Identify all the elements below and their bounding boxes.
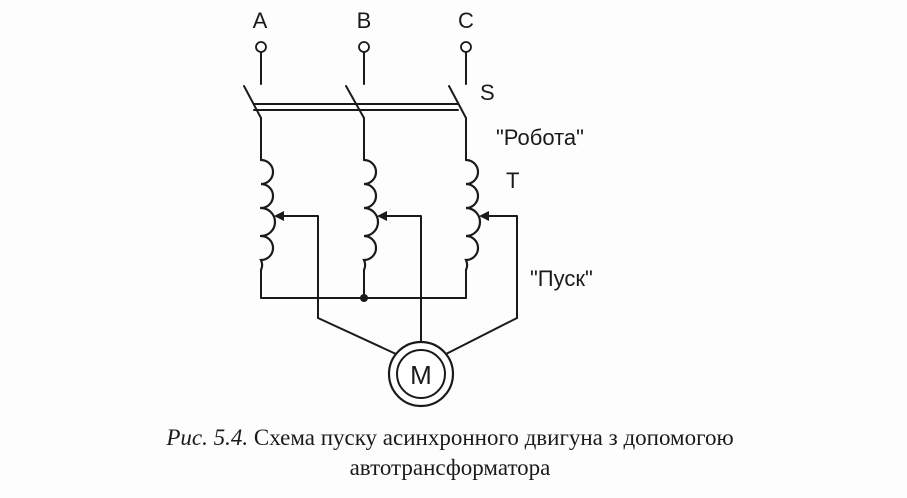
phase-c-label: C	[458, 8, 474, 33]
switch-link	[253, 103, 459, 111]
motor-inner-ring	[396, 349, 446, 399]
winding-b	[362, 158, 380, 272]
tap-a-arrow	[274, 211, 284, 221]
caption-line-2: автотрансформатора	[349, 455, 551, 480]
winding-c	[464, 158, 482, 272]
figure-number: Рис. 5.4.	[166, 425, 249, 450]
terminal-c	[460, 41, 472, 53]
transformer-label: T	[506, 168, 519, 193]
tap-b-line	[379, 215, 422, 319]
start-position-label: "Пуск"	[530, 266, 593, 291]
switch-blades	[243, 85, 467, 119]
star-point-node	[360, 294, 368, 302]
tap-c-line	[481, 215, 518, 319]
phase-b-label: B	[357, 8, 372, 33]
caption-title: Схема пуску асинхронного двигуна з допом…	[253, 425, 734, 450]
tap-b-arrow	[377, 211, 387, 221]
winding-a-mid	[259, 206, 277, 238]
tap-a-line	[276, 215, 319, 319]
phase-a-label: A	[253, 8, 268, 33]
switch-label: S	[480, 80, 495, 105]
motor-label: M	[410, 360, 432, 390]
run-position-label: "Робота"	[496, 125, 584, 150]
winding-a	[259, 158, 275, 272]
winding-leads	[260, 117, 467, 161]
tap-c-arrow	[479, 211, 489, 221]
supply-lines	[260, 51, 467, 85]
star-point-bus	[260, 269, 467, 299]
terminal-a	[255, 41, 267, 53]
terminal-b	[358, 41, 370, 53]
motor-feeds	[317, 317, 518, 355]
caption-line-1: Рис. 5.4. Схема пуску асинхронного двигу…	[40, 425, 860, 451]
